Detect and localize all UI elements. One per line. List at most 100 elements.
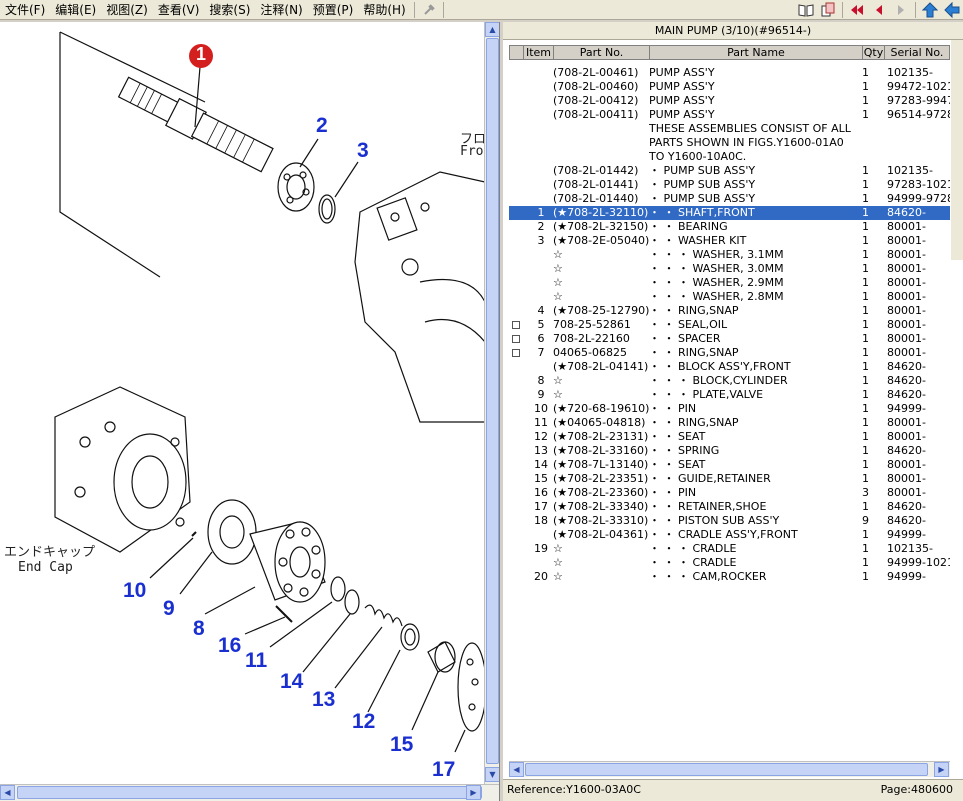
cell-serial: 80001- <box>887 458 926 471</box>
cell-name: ・ ・ ・ CAM,ROCKER <box>649 570 767 583</box>
column-header-check[interactable] <box>510 46 524 59</box>
parts-scroll-right-icon[interactable]: ▶ <box>934 762 949 777</box>
cell-name: ・ ・ ・ CRADLE <box>649 542 737 555</box>
callout-label[interactable]: 15 <box>390 733 414 756</box>
callout-label[interactable]: 1 <box>196 44 207 64</box>
exploded-diagram[interactable] <box>0 22 485 784</box>
table-row[interactable]: PARTS SHOWN IN FIGS.Y1600-01A0 <box>509 136 950 150</box>
cell-name: ・ ・ ・ PLATE,VALVE <box>649 388 764 401</box>
checkbox-icon[interactable] <box>512 349 520 357</box>
column-header-serial-no[interactable]: Serial No. <box>890 46 944 59</box>
column-header-part-no[interactable]: Part No. <box>554 46 650 59</box>
callout-label[interactable]: 16 <box>218 634 242 657</box>
callout-label[interactable]: 10 <box>123 579 147 602</box>
previous-page-icon[interactable] <box>870 1 888 19</box>
column-header-qty[interactable]: Qty <box>863 46 885 59</box>
parts-scroll-left-icon[interactable]: ◀ <box>509 762 524 777</box>
menu-item[interactable]: 帮助(H) <box>363 2 406 17</box>
first-page-icon[interactable] <box>848 1 866 19</box>
menu-item[interactable]: 文件(F) <box>5 2 46 17</box>
copy-icon[interactable] <box>819 1 837 19</box>
scroll-down-icon[interactable]: ▼ <box>485 767 499 782</box>
table-row[interactable]: THESE ASSEMBLIES CONSIST OF ALL <box>509 122 950 136</box>
scroll-right-icon[interactable]: ▶ <box>466 785 481 800</box>
parts-horizontal-thumb[interactable] <box>525 763 928 776</box>
cell-qty: 1 <box>862 388 869 401</box>
callout-label[interactable]: 13 <box>312 688 336 711</box>
menu-item[interactable]: 预置(P) <box>312 2 354 17</box>
menu-item[interactable]: 查看(V) <box>157 2 200 17</box>
menu-item[interactable]: 搜索(S) <box>209 2 251 17</box>
back-icon[interactable] <box>943 1 961 19</box>
cell-qty: 1 <box>862 458 869 471</box>
callout-label[interactable]: 14 <box>280 670 304 693</box>
callout-label[interactable]: 3 <box>357 139 369 162</box>
menu-item[interactable]: 注释(N) <box>260 2 303 17</box>
book-icon[interactable] <box>797 1 815 19</box>
column-header-item[interactable]: Item <box>524 46 554 59</box>
cell-serial: 84620- <box>887 374 926 387</box>
callout-label[interactable]: 8 <box>193 617 205 640</box>
column-header-part-name[interactable]: Part Name <box>650 46 863 59</box>
cell-serial: 80001- <box>887 332 926 345</box>
table-row[interactable]: TO Y1600-10A0C. <box>509 150 950 164</box>
up-icon[interactable] <box>921 1 939 19</box>
callout-label[interactable]: 12 <box>352 710 376 733</box>
callout-label[interactable]: 2 <box>316 114 328 137</box>
diagram-horizontal-scrollbar[interactable]: ◀ ▶ <box>0 784 499 801</box>
diagram-vertical-thumb[interactable] <box>486 38 499 764</box>
checkbox-icon[interactable] <box>512 335 520 343</box>
scroll-up-icon[interactable]: ▲ <box>485 22 499 37</box>
cell-serial: 99472-10213 <box>887 80 950 93</box>
callout-label[interactable]: 9 <box>163 597 175 620</box>
callout-label[interactable]: 11 <box>245 649 268 672</box>
next-page-icon[interactable] <box>892 1 910 19</box>
checkbox-icon[interactable] <box>512 321 520 329</box>
menu-item[interactable]: 视图(Z) <box>106 2 148 17</box>
cell-pn: (708-2L-00461) <box>553 66 639 79</box>
cell-qty: 1 <box>862 164 869 177</box>
toolbar-separator <box>915 2 916 18</box>
diagram-vertical-scrollbar[interactable]: ▲ ▼ <box>484 22 499 784</box>
pin-icon[interactable] <box>420 1 438 19</box>
parts-horizontal-scrollbar[interactable]: ◀ ▶ <box>509 761 950 777</box>
callout-label[interactable]: 17 <box>432 758 456 781</box>
diagram-horizontal-thumb[interactable] <box>17 786 482 799</box>
menu-item[interactable]: 编辑(E) <box>55 2 97 17</box>
scroll-left-icon[interactable]: ◀ <box>0 785 15 800</box>
